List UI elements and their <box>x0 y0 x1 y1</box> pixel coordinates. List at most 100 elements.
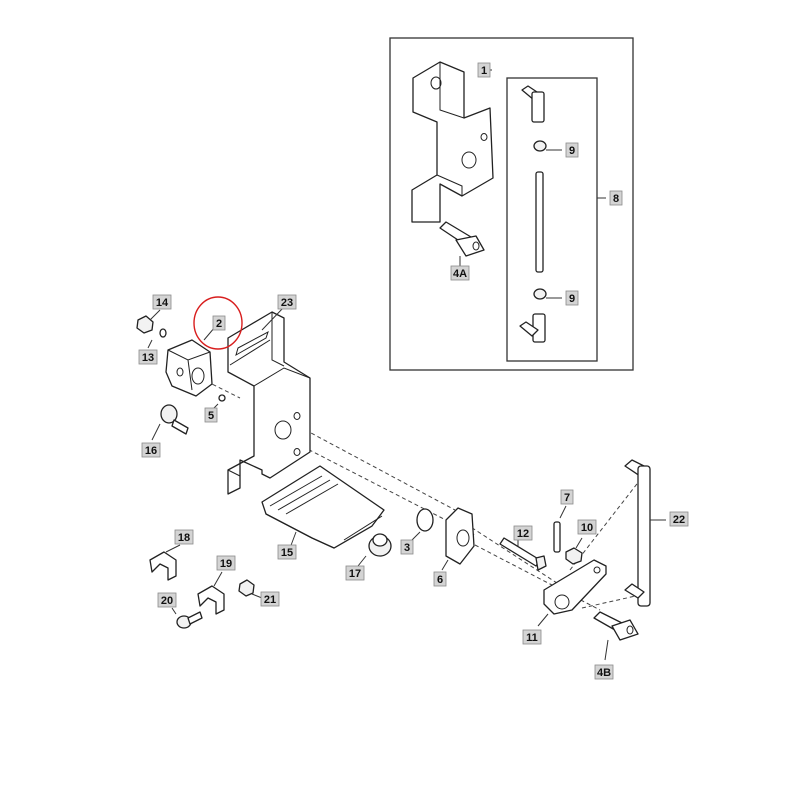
callout-15: 15 <box>277 544 297 560</box>
part-16-bolt <box>160 404 189 435</box>
callout-11: 11 <box>522 629 542 645</box>
callout-box <box>565 142 579 158</box>
callout-8: 8 <box>609 190 623 206</box>
callout-text: 8 <box>613 193 619 205</box>
part-18-clip <box>149 551 177 581</box>
leader-14 <box>149 309 161 321</box>
part-2-clamp-block <box>165 339 213 397</box>
callout-box <box>138 349 158 365</box>
part-17-flange-nut <box>368 533 392 557</box>
callout-box <box>450 265 470 281</box>
callout-box <box>277 544 297 560</box>
callout-text: 22 <box>673 514 685 526</box>
callout-text: 5 <box>208 410 214 422</box>
part-21-nut <box>238 579 255 597</box>
callout-10: 10 <box>577 519 597 535</box>
callout-text: 12 <box>517 528 529 540</box>
part-4b-pin <box>593 611 639 641</box>
callout-text: 7 <box>564 492 570 504</box>
callout-box <box>260 591 280 607</box>
callout-text: 11 <box>526 632 538 644</box>
callout-box <box>609 190 623 206</box>
callout-box <box>174 529 194 545</box>
callout-text: 4B <box>597 667 611 679</box>
callout-text: 13 <box>142 352 154 364</box>
callout-box <box>277 294 297 310</box>
leader-11 <box>537 613 549 627</box>
callout-text: 16 <box>145 445 157 457</box>
part-5-washer <box>218 394 226 402</box>
callout-box <box>141 442 161 458</box>
callout-text: 14 <box>156 297 169 309</box>
leader-17 <box>357 555 367 567</box>
leader-6 <box>441 559 449 571</box>
callout-text: 19 <box>220 558 232 570</box>
callout-text: 10 <box>581 522 593 534</box>
part-19-clip <box>197 585 225 615</box>
callout-text: 21 <box>264 594 276 606</box>
part-10-nut <box>565 547 583 565</box>
leader-13 <box>147 339 153 349</box>
part-6-bushing-plate <box>445 507 475 565</box>
part-8-rod-assembly <box>519 85 547 343</box>
callout-13: 13 <box>138 349 158 365</box>
part-7-pin <box>553 521 561 553</box>
callout-text: 3 <box>404 542 410 554</box>
part-13-washer <box>159 328 167 338</box>
callout-box <box>216 555 236 571</box>
callout-3: 3 <box>400 539 414 555</box>
callout-box <box>204 407 218 423</box>
callout-1: 1 <box>477 62 491 78</box>
callout-box <box>400 539 414 555</box>
callout-text: 15 <box>281 547 293 559</box>
callout-14: 14 <box>152 294 172 310</box>
callout-2: 2 <box>212 315 226 331</box>
callout-6: 6 <box>433 571 447 587</box>
callout-box <box>565 290 579 306</box>
callout-text: 20 <box>161 595 173 607</box>
leader-4b <box>604 639 609 661</box>
part-12-bolt <box>499 537 547 571</box>
callout-7: 7 <box>560 489 574 505</box>
callout-box <box>212 315 226 331</box>
callout-9: 9 <box>565 142 579 158</box>
part-22-rod <box>624 459 651 607</box>
callout-box <box>560 489 574 505</box>
leader-21 <box>251 593 263 599</box>
callout-22: 22 <box>669 511 689 527</box>
callout-4a: 4A <box>450 265 470 281</box>
callout-box <box>522 629 542 645</box>
leader-23 <box>261 307 284 331</box>
leader-16 <box>151 423 161 441</box>
leader-20 <box>171 607 177 615</box>
callout-18: 18 <box>174 529 194 545</box>
callout-text: 4A <box>453 268 467 280</box>
callout-9: 9 <box>565 290 579 306</box>
part-14-nut <box>136 315 154 334</box>
callout-text: 6 <box>437 574 443 586</box>
callout-text: 9 <box>569 293 575 305</box>
callout-text: 17 <box>349 568 361 580</box>
callout-19: 19 <box>216 555 236 571</box>
inset-subframe <box>506 77 598 362</box>
callout-text: 2 <box>216 318 222 330</box>
part-3-ring <box>416 508 434 532</box>
part-15-pedal-pad <box>261 465 385 549</box>
callout-box <box>157 592 177 608</box>
leader-10 <box>575 537 583 549</box>
callout-text: 9 <box>569 145 575 157</box>
part-4a-pin <box>439 221 485 257</box>
callout-20: 20 <box>157 592 177 608</box>
callout-box <box>513 525 533 541</box>
callout-12: 12 <box>513 525 533 541</box>
highlight-circle <box>193 296 243 350</box>
callout-box <box>345 565 365 581</box>
leader-18 <box>165 544 181 553</box>
leader-3 <box>411 531 421 541</box>
callout-21: 21 <box>260 591 280 607</box>
callout-box <box>152 294 172 310</box>
callout-box <box>433 571 447 587</box>
callout-text: 23 <box>281 297 293 309</box>
